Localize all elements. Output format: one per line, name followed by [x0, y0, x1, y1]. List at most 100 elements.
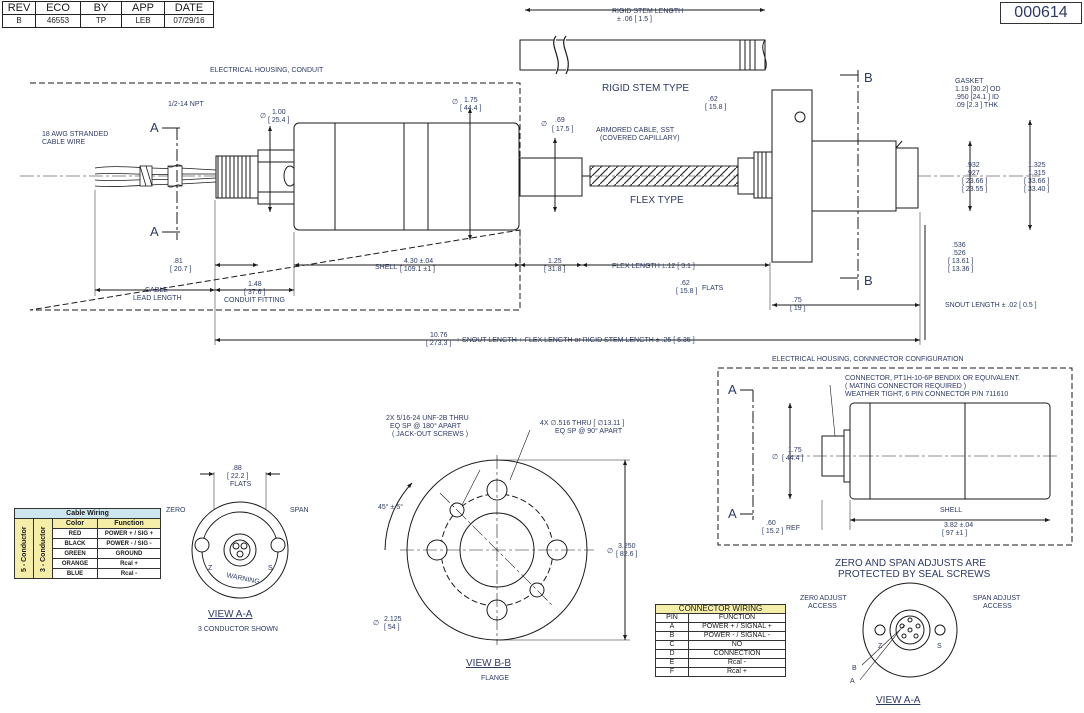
rigid-stem-type: RIGID STEM TYPE: [602, 83, 689, 94]
dia-069: .69: [555, 117, 565, 124]
dia-175-mm: [ 44.4 ]: [460, 105, 481, 112]
date-value: 07/29/16: [164, 14, 214, 28]
dim-932: .932: [966, 162, 980, 169]
gasket-4: .09 [2.3 ] THK: [955, 102, 998, 109]
dim-1315: 1.315: [1028, 170, 1046, 177]
cable-wiring-table: Cable Wiring 5 - Conductor 3 - Conductor…: [14, 508, 161, 579]
dim-125-mm: [ 31.8 ]: [544, 266, 565, 273]
connector-s: S: [937, 643, 942, 650]
zero-span-note-2: PROTECTED BY SEAL SCREWS: [838, 569, 991, 580]
flex-type: FLEX TYPE: [630, 195, 684, 206]
connector-dia: 1.75: [788, 447, 802, 454]
pin-function: NO: [688, 640, 786, 650]
wire-function: Rcal -: [97, 568, 161, 579]
pin-function: CONNECTION: [688, 649, 786, 659]
pin-id: B: [655, 631, 689, 641]
span-adjust-1: SPAN ADJUST: [973, 595, 1021, 602]
view-aa-connector: [859, 582, 958, 681]
wire-label-2: CABLE WIRE: [42, 139, 86, 146]
dim-536-mm1: [ 13.61 ]: [948, 258, 973, 265]
wire-color: GREEN: [52, 548, 98, 559]
view-aa-zero: ZERO: [166, 507, 186, 514]
probe-end: [737, 89, 919, 263]
flange-dia-3250: 3.250: [618, 543, 636, 550]
cable-wiring-header-function: Function: [97, 518, 161, 529]
connector-ref-mm: [ 15.2 ]: [762, 528, 783, 535]
shell-label: SHELL: [375, 264, 397, 271]
section-a-top: A: [150, 120, 159, 135]
connector-view-title: VIEW A-A: [876, 695, 921, 706]
cable-wiring-header-color: Color: [52, 518, 98, 529]
rigid-stem-length: RIGID STEM LENGTH: [612, 8, 683, 15]
pin-id: C: [655, 640, 689, 650]
flange-note-1b: EQ SP @ 180° APART: [390, 422, 462, 430]
section-b-top: B: [864, 70, 873, 85]
dim-536: .536: [952, 242, 966, 249]
view-aa-flats-mm: [ 22.2 ]: [227, 473, 248, 480]
housing-snout: [519, 157, 583, 197]
dim-1325-mm1: [ 33.66 ]: [1024, 178, 1049, 185]
dim-536-mm2: [ 13.36 ]: [948, 266, 973, 273]
flange-note-1c: ( JACK-OUT SCREWS ): [392, 431, 468, 438]
cable-label-2: LEAD LENGTH: [133, 295, 182, 302]
dim-526: .526: [952, 250, 966, 257]
flange-note-2a: 4X ∅.516 THRU [ ∅13.11 ]: [540, 420, 624, 427]
view-aa-conduit: [191, 472, 289, 599]
flange-note-1a: 2X 5/16-24 UNF-2B THRU: [386, 415, 469, 422]
dim-148-mm: [ 37.6 ]: [244, 289, 265, 296]
dia-100-mm: [ 25.4 ]: [268, 117, 289, 124]
wire-color: ORANGE: [52, 558, 98, 569]
flats-dim: .62: [680, 280, 690, 287]
pin-id: A: [655, 622, 689, 632]
electrical-housing-label: ELECTRICAL HOUSING, CONDUIT: [210, 67, 324, 74]
overall-text: + SNOUT LENGTH + FLEX LENGTH or RIGID ST…: [456, 337, 695, 344]
view-aa-flats: FLATS: [230, 481, 252, 488]
pin-id: F: [655, 667, 689, 677]
zero-adjust-1: ZER0 ADJUST: [800, 595, 847, 602]
section-b-bottom: B: [864, 273, 873, 288]
main-housing: [293, 122, 520, 231]
flange-view-title: VIEW B-B: [466, 658, 511, 669]
flange-angle: 45° ± 5°: [378, 503, 403, 511]
dim-081-mm: [ 20.7 ]: [170, 266, 191, 273]
revision-block: REV ECO BY APP DATE B 46553 TP LEB 07/29…: [2, 1, 214, 28]
cable-label-1: CABLE: [145, 287, 168, 294]
date-header: DATE: [164, 1, 214, 15]
view-aa-s: S: [268, 565, 273, 572]
overall-dim: 10.76: [430, 332, 448, 339]
flange-dia-3250-mm: [ 82.6 ]: [616, 551, 637, 558]
npt-fitting: [215, 149, 297, 205]
flats-mm: [ 15.8 ]: [676, 288, 697, 295]
connector-section-a-top: A: [728, 382, 737, 397]
snout-tip: [895, 147, 919, 209]
snout-body: [811, 140, 897, 212]
wire-color: RED: [52, 528, 98, 539]
connector-note-2: ( MATING CONNECTOR REQUIRED ): [845, 383, 966, 390]
zero-adjust-2: ACCESS: [808, 603, 837, 610]
dim-075-mm: [ 19 ]: [790, 305, 806, 312]
conduit-fitting: CONDUIT FITTING: [224, 297, 285, 304]
view-aa-subtitle: 3 CONDUCTOR SHOWN: [198, 626, 278, 633]
view-aa-z: Z: [208, 565, 213, 572]
wire-color: BLACK: [52, 538, 98, 549]
connector-shell: SHELL: [940, 507, 962, 514]
connector-wiring-title: CONNECTOR WIRING: [655, 604, 786, 614]
connector-note-3: WEATHER TIGHT, 6 PIN CONNECTOR P/N 71161…: [845, 391, 1008, 398]
pin-id: D: [655, 649, 689, 659]
connector-wiring-header-pin: PIN: [655, 613, 689, 623]
dim-1325: 1.325: [1028, 162, 1046, 169]
dia-symbol: ∅: [260, 113, 266, 120]
connector-wiring-header-function: FUNCTION: [688, 613, 786, 623]
pin-b-label: B: [852, 665, 857, 672]
wire-function: POWER - / SIG -: [97, 538, 161, 549]
connector-ref-dim: .60: [766, 520, 776, 527]
flats-label: FLATS: [702, 285, 724, 292]
wire-function: GROUND: [97, 548, 161, 559]
overall-mm: [ 273.3 ]: [426, 340, 451, 347]
view-aa-flats-dim: .88: [232, 465, 242, 472]
